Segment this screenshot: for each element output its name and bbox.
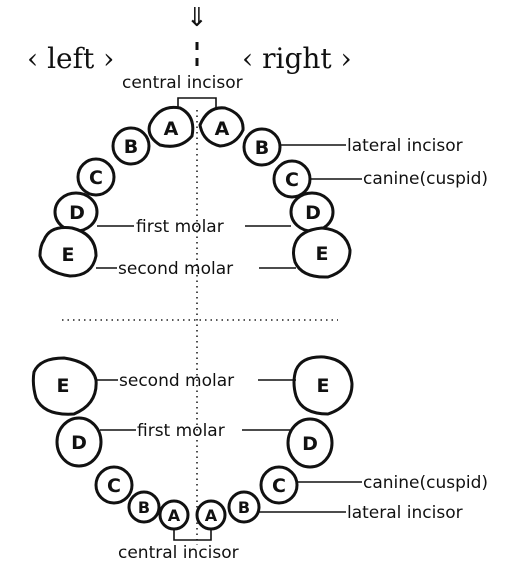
lower-tooth-d-right: D — [286, 417, 334, 469]
svg-text:C: C — [272, 475, 286, 497]
lower-canine-label: canine(cuspid) — [363, 473, 488, 493]
lower-tooth-c-right: C — [259, 465, 299, 505]
upper-canine-label: canine(cuspid) — [363, 169, 488, 189]
upper-second-molar-label: second molar — [118, 259, 233, 279]
svg-text:D: D — [305, 202, 321, 224]
lower-lateral-incisor-label: lateral incisor — [347, 503, 463, 523]
svg-text:B: B — [238, 498, 250, 517]
lower-tooth-d-left: D — [55, 416, 103, 468]
svg-text:E: E — [317, 375, 330, 397]
svg-text:D: D — [302, 433, 318, 455]
svg-text:A: A — [164, 118, 179, 140]
lower-first-molar-label: first molar — [137, 421, 225, 441]
upper-lateral-incisor-label: lateral incisor — [347, 136, 463, 156]
upper-central-incisor-bracket — [177, 97, 217, 108]
svg-text:A: A — [215, 118, 230, 140]
lower-tooth-a-right: A — [195, 499, 227, 531]
upper-tooth-b-left: B — [111, 126, 151, 166]
lower-tooth-a-left: A — [158, 499, 190, 531]
svg-text:C: C — [285, 169, 299, 191]
lower-central-incisor-bracket — [173, 529, 212, 541]
lower-second-molar-label: second molar — [119, 371, 234, 391]
svg-text:C: C — [89, 167, 103, 189]
upper-tooth-e-right: E — [292, 226, 352, 279]
lower-tooth-e-left: E — [31, 356, 98, 416]
upper-tooth-e-left: E — [38, 226, 98, 278]
svg-text:B: B — [255, 137, 269, 159]
svg-text:B: B — [124, 136, 138, 158]
lower-tooth-c-left: C — [94, 465, 134, 505]
svg-text:D: D — [69, 202, 85, 224]
upper-tooth-d-right: D — [289, 191, 335, 233]
upper-tooth-c-right: C — [272, 159, 312, 199]
upper-first-molar-label: first molar — [136, 217, 224, 237]
svg-text:A: A — [205, 506, 218, 525]
lower-tooth-b-left: B — [127, 490, 161, 524]
svg-text:B: B — [138, 498, 150, 517]
upper-tooth-b-right: B — [242, 127, 282, 167]
svg-text:C: C — [107, 475, 121, 497]
lower-central-incisor-label: central incisor — [118, 543, 239, 563]
upper-tooth-c-left: C — [76, 157, 116, 197]
upper-tooth-d-left: D — [53, 191, 99, 233]
upper-tooth-a-right: A — [198, 106, 245, 148]
upper-tooth-a-left: A — [147, 105, 195, 148]
right-side-label: ‹ right › — [242, 42, 352, 75]
upper-central-incisor-label: central incisor — [122, 73, 243, 93]
left-side-label: ‹ left › — [27, 42, 114, 75]
lower-tooth-b-right: B — [227, 490, 261, 524]
midline-arrow-icon: ⇓ — [186, 3, 208, 33]
lower-tooth-e-right: E — [292, 355, 354, 416]
svg-text:A: A — [168, 506, 181, 525]
svg-text:E: E — [57, 375, 70, 397]
svg-text:E: E — [62, 244, 75, 266]
svg-text:E: E — [316, 243, 329, 265]
svg-text:D: D — [71, 432, 87, 454]
